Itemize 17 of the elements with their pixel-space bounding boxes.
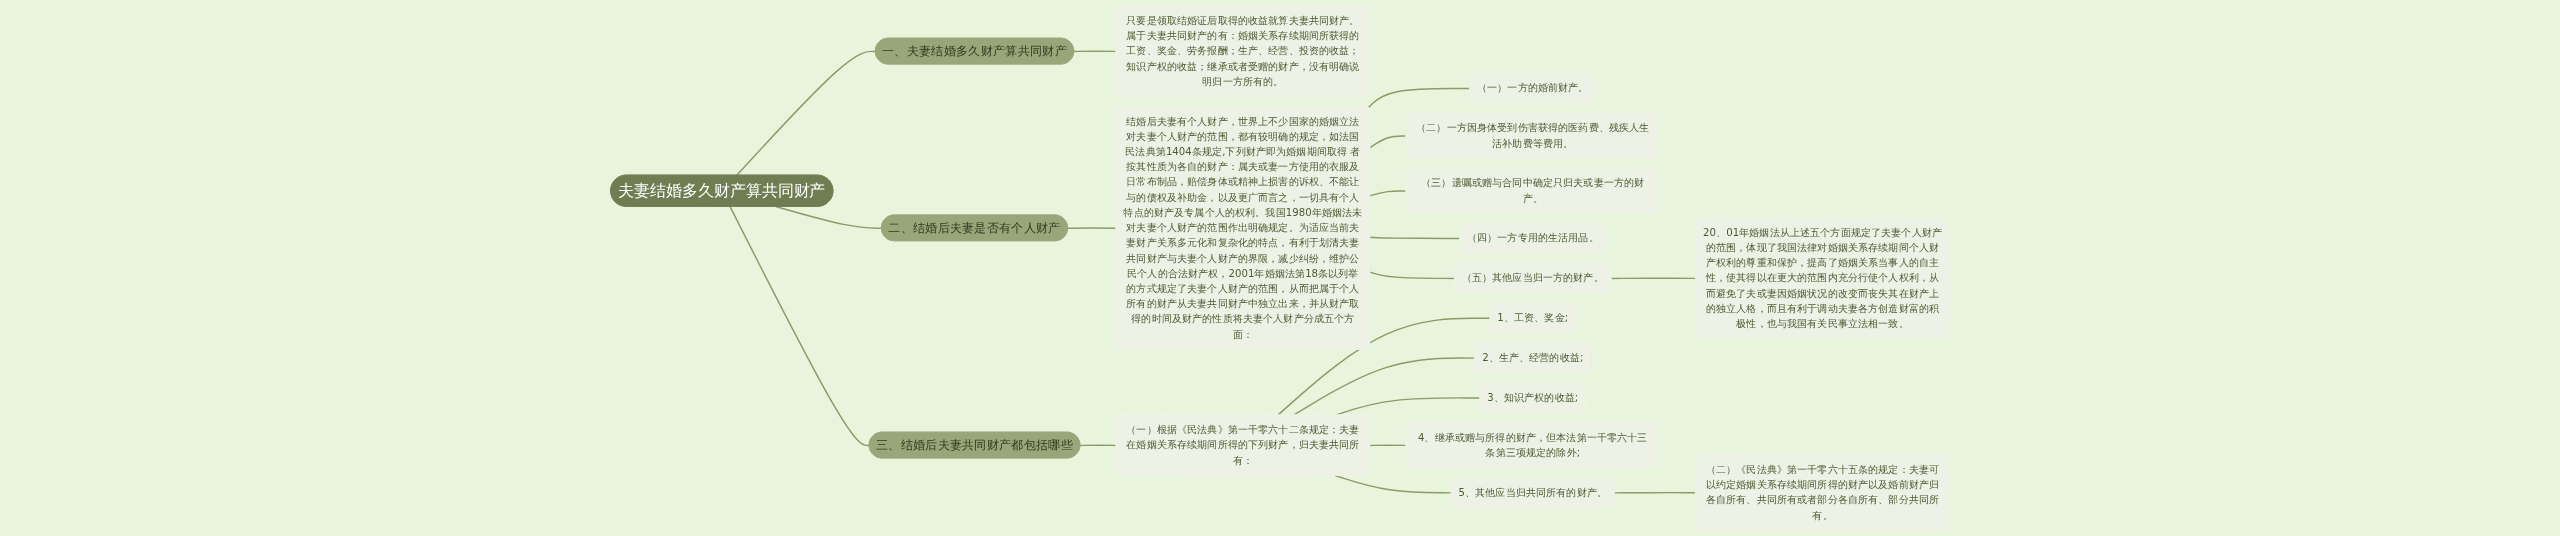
connector — [1369, 444, 1407, 447]
connector — [1369, 271, 1456, 280]
connector — [775, 205, 883, 229]
connector — [735, 50, 877, 177]
connector — [1073, 50, 1118, 53]
connector — [1610, 277, 1697, 280]
connector — [1369, 236, 1461, 240]
connector — [1334, 474, 1453, 494]
connector — [1613, 491, 1697, 494]
connector — [1369, 135, 1407, 149]
connector — [1369, 190, 1407, 197]
connector — [729, 205, 871, 447]
connector — [1079, 444, 1118, 447]
connector — [1367, 87, 1471, 109]
connector — [1067, 227, 1118, 229]
connector — [1276, 317, 1492, 417]
connector — [1292, 357, 1476, 417]
